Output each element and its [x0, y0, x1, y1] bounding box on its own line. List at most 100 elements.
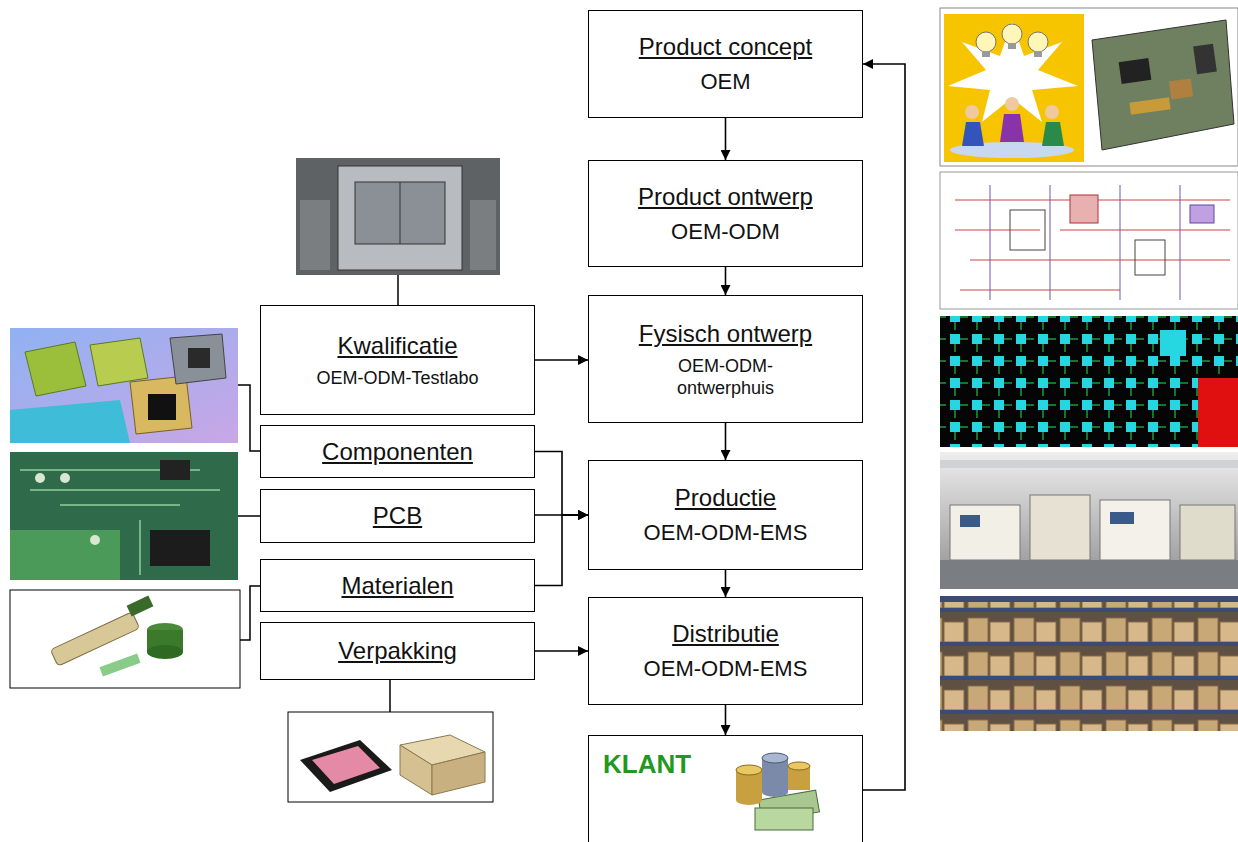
- test-chamber-picture-part: [470, 200, 496, 270]
- box-subtitle: OEM-ODM-EMS: [644, 655, 808, 683]
- meeting-picture-part: [976, 32, 996, 52]
- process-box: Product conceptOEM: [588, 10, 863, 118]
- money-picture-part: [762, 753, 788, 763]
- pcb-picture-part: [160, 460, 190, 480]
- meeting-picture-part: [1028, 32, 1048, 52]
- test-chamber-picture-part: [300, 200, 330, 270]
- test-chamber-picture-part: [338, 166, 462, 270]
- box-heading: Distributie: [672, 619, 779, 649]
- warehouse-picture: [940, 596, 1238, 731]
- process-box: DistributieOEM-ODM-EMS: [588, 597, 863, 705]
- money-picture-part: [762, 787, 788, 797]
- process-box: Fysisch ontwerpOEM-ODM- ontwerphuis: [588, 295, 863, 423]
- materials-picture: [10, 590, 240, 688]
- flow-arrow: [725, 423, 727, 460]
- factory-picture-part: [1100, 500, 1170, 560]
- factory-picture-part: [940, 560, 1238, 589]
- process-box: Componenten: [260, 425, 535, 478]
- materials-picture-part: [10, 590, 240, 688]
- meeting-picture-part: [940, 8, 1238, 166]
- money-picture-part: [736, 765, 762, 775]
- meeting-picture-part: [1092, 20, 1234, 150]
- leader-lines-part: [238, 385, 260, 451]
- box-subtitle: OEM-ODM: [671, 218, 780, 246]
- factory-picture-part: [940, 452, 1238, 589]
- pcb-picture-part: [10, 530, 120, 580]
- schematic-picture: [940, 172, 1238, 309]
- meeting-picture-part: [948, 22, 1078, 122]
- packaging-picture: [288, 712, 493, 802]
- meeting-picture-part: [1193, 44, 1217, 75]
- packaging-picture-part: [300, 740, 392, 792]
- factory-picture-part: [940, 460, 1238, 468]
- schematic-picture-part: [1010, 210, 1045, 250]
- flow-arrow: [535, 515, 588, 586]
- packaging-picture-part: [432, 752, 485, 795]
- process-box: Product ontwerpOEM-ODM: [588, 160, 863, 267]
- components-picture-part: [90, 338, 148, 386]
- process-box: KLANT: [588, 735, 863, 842]
- box-heading: Componenten: [322, 437, 473, 467]
- flow-arrow: [725, 118, 727, 160]
- pcb-picture-part: [150, 530, 210, 566]
- factory-picture-part: [960, 515, 980, 527]
- meeting-picture-part: [1169, 79, 1193, 100]
- flow-arrow: [725, 267, 727, 295]
- flow-arrow: [725, 705, 727, 735]
- flow-arrow: [535, 452, 588, 516]
- factory-picture-part: [1110, 512, 1134, 524]
- components-picture-part: [25, 342, 86, 396]
- process-box: KwalificatieOEM-ODM-Testlabo: [260, 305, 535, 415]
- pcb-picture-part: [10, 452, 238, 580]
- components-picture: [10, 328, 238, 443]
- packaging-picture-part: [288, 712, 493, 802]
- schematic-picture-part: [1135, 240, 1165, 275]
- flow-arrow: [535, 359, 588, 361]
- pcb-picture-part: [20, 470, 220, 575]
- schematic-picture-part: [940, 172, 1238, 309]
- leader-lines-part: [238, 515, 260, 517]
- box-heading: Productie: [675, 483, 776, 513]
- factory-picture-part: [1030, 495, 1090, 560]
- meeting-picture-part: [944, 14, 1084, 162]
- schematic-picture-part: [1190, 205, 1214, 223]
- pcb-layout-picture-part: [1160, 330, 1186, 356]
- process-box: Verpakking: [260, 622, 535, 680]
- meeting-picture-part: [1000, 114, 1024, 142]
- flow-arrow: [863, 64, 905, 790]
- pcb-layout-picture-part: [1198, 378, 1238, 447]
- pcb-picture-part: [35, 473, 45, 483]
- box-subtitle: OEM-ODM-EMS: [644, 519, 808, 547]
- leader-lines-part: [240, 586, 260, 640]
- box-subtitle: OEM-ODM- ontwerphuis: [656, 355, 796, 400]
- test-chamber-picture-part: [355, 182, 445, 244]
- flow-arrow: [535, 650, 588, 652]
- box-heading: Fysisch ontwerp: [639, 319, 812, 349]
- pcb-layout-picture: [940, 316, 1238, 447]
- materials-picture-part: [127, 595, 154, 616]
- components-picture-part: [10, 400, 130, 443]
- meeting-picture-part: [1045, 105, 1059, 119]
- box-heading: Kwalificatie: [337, 331, 457, 361]
- test-chamber-picture-part: [296, 158, 500, 275]
- schematic-picture-part: [990, 185, 1180, 300]
- components-picture-part: [188, 348, 210, 368]
- pcb-picture-part: [60, 473, 70, 483]
- meeting-picture-part: [1119, 58, 1152, 84]
- meeting-picture-part: [1042, 122, 1064, 146]
- packaging-picture-part: [400, 745, 432, 795]
- components-picture-part: [148, 394, 176, 420]
- meeting-picture-part: [965, 105, 979, 119]
- process-box: Materialen: [260, 559, 535, 612]
- money-picture: [736, 753, 819, 830]
- components-picture-part: [10, 328, 238, 443]
- components-picture-part: [130, 376, 192, 434]
- test-chamber-picture: [296, 158, 500, 275]
- meeting-picture-part: [1129, 97, 1170, 114]
- leader-lines-part: [389, 680, 391, 712]
- leader-lines-part: [397, 275, 399, 305]
